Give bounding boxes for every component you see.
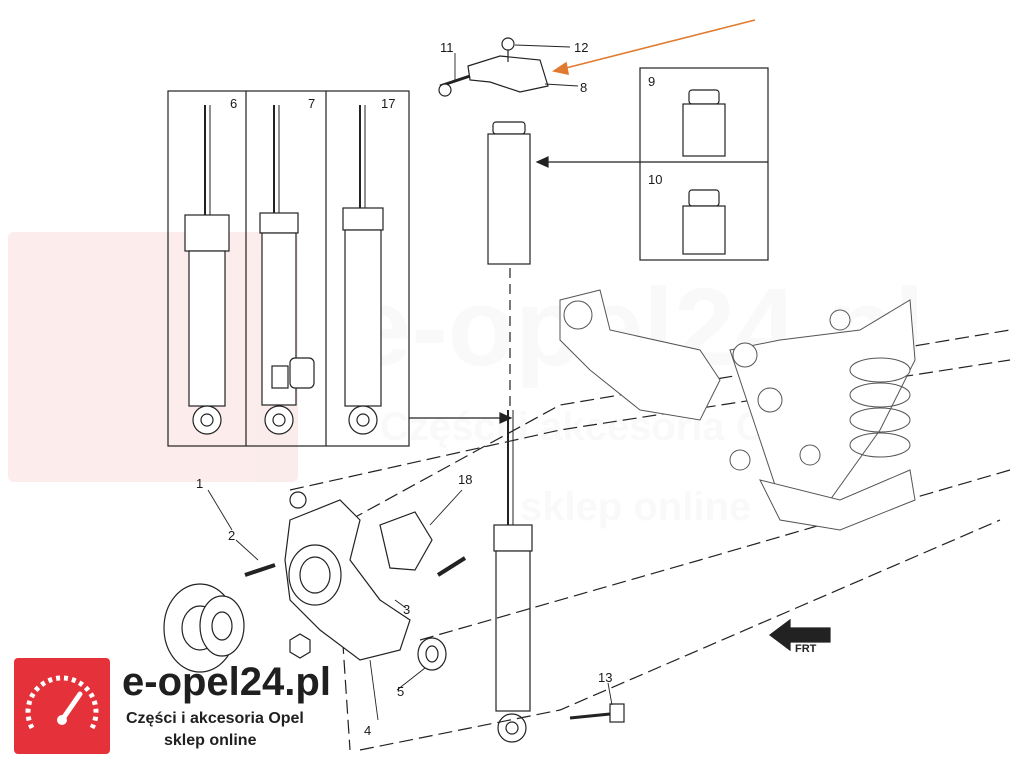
- dust-boot: [487, 121, 531, 265]
- callout-17: 17: [381, 96, 395, 111]
- top-mount-8: [438, 37, 549, 97]
- shock-variants-box: [167, 90, 410, 447]
- callout-7: 7: [308, 96, 315, 111]
- shock-absorber-6: [184, 105, 230, 435]
- callout-8: 8: [580, 80, 587, 95]
- front-direction-marker: [769, 618, 831, 652]
- callout-5: 5: [397, 684, 404, 699]
- callout-1: 1: [196, 476, 203, 491]
- shock-absorber-7: [259, 105, 315, 435]
- callout-13: 13: [598, 670, 612, 685]
- watermark-tagline-2: sklep online: [520, 485, 751, 529]
- callout-6: 6: [230, 96, 237, 111]
- shock-absorber-17: [342, 105, 384, 435]
- bolt-2: [244, 563, 276, 577]
- callout-2: 2: [228, 528, 235, 543]
- bump-stop-9: [682, 89, 726, 157]
- callout-11: 11: [440, 40, 454, 55]
- callout-10: 10: [648, 172, 662, 187]
- highlight-arrow: [551, 19, 756, 76]
- variant-arrow: [409, 412, 513, 424]
- shop-logo: e-opel24.pl Części i akcesoria Opel skle…: [14, 658, 344, 758]
- gasket-18: [379, 511, 433, 571]
- logo-name: e-opel24.pl: [122, 660, 331, 704]
- callout-18: 18: [458, 472, 472, 487]
- knuckle-4: [284, 491, 411, 661]
- callout-labels: 1 2 3 4 5 6 7 8 9 10 11 12 13 17 18 FRT: [196, 40, 817, 738]
- leader-lines: [207, 44, 613, 721]
- logo-icon: [14, 658, 110, 754]
- watermark-logo-shape: [8, 232, 298, 482]
- logo-tagline-2: sklep online: [164, 732, 257, 749]
- wheel-hub-1: [163, 583, 245, 673]
- bushing-5: [417, 637, 447, 671]
- logo-tagline-1: Części i akcesoria Opel: [126, 710, 304, 727]
- bump-stop-variants-box: [535, 67, 769, 261]
- callout-12: 12: [574, 40, 588, 55]
- callout-9: 9: [648, 74, 655, 89]
- front-marker-text: FRT: [795, 643, 817, 655]
- bolt-13: [569, 703, 625, 723]
- main-shock-absorber: [493, 410, 533, 743]
- bolt-3: [436, 556, 467, 577]
- bump-stop-10: [682, 189, 726, 255]
- callout-4: 4: [364, 723, 371, 738]
- speedometer-icon: [25, 675, 99, 730]
- rear-subframe: [559, 289, 916, 531]
- nut: [289, 633, 311, 659]
- callout-3: 3: [403, 602, 410, 617]
